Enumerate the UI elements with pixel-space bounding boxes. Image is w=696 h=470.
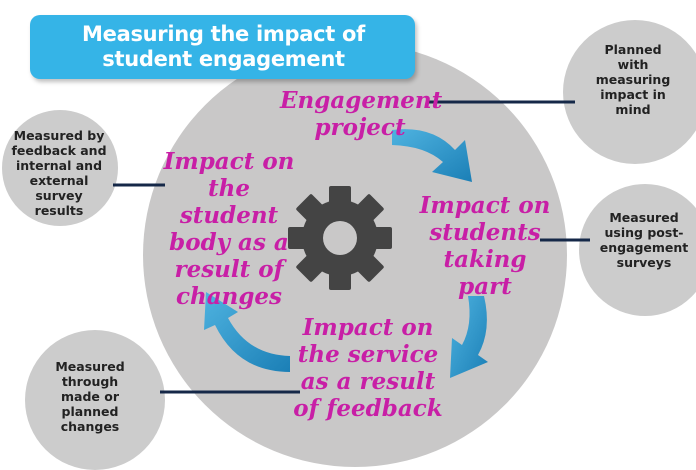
curved-arrow-icon-bottom-left [204,292,290,372]
measure-made-or-planned-changes: Measured through made or planned changes [55,359,125,434]
measure-planned: Planned with measuring impact in mind [595,42,671,117]
side-circle-feedback [2,110,118,226]
step-impact-service: Impact on the service as a result of fee… [293,314,443,422]
page-title: Measuring the impact of student engageme… [82,22,365,71]
step-engagement-project: Engagement project [280,87,443,141]
title-banner [30,15,415,79]
measure-post-engagement-surveys: Measured using post-engagement surveys [599,210,689,270]
step-impact-students-taking-part: Impact on students taking part [419,192,551,300]
measure-feedback-and-surveys: Measured by feedback and internal and ex… [11,128,107,218]
step-impact-student-body: Impact on the student body as a result o… [163,148,295,310]
curved-arrow-icon-bottom-right [450,296,488,378]
gear-icon [288,186,392,290]
side-circle-changes [25,330,165,470]
curved-arrow-icon-top-right [392,129,472,182]
side-circle-post-engagement [579,184,696,316]
side-circle-planned [563,20,696,164]
